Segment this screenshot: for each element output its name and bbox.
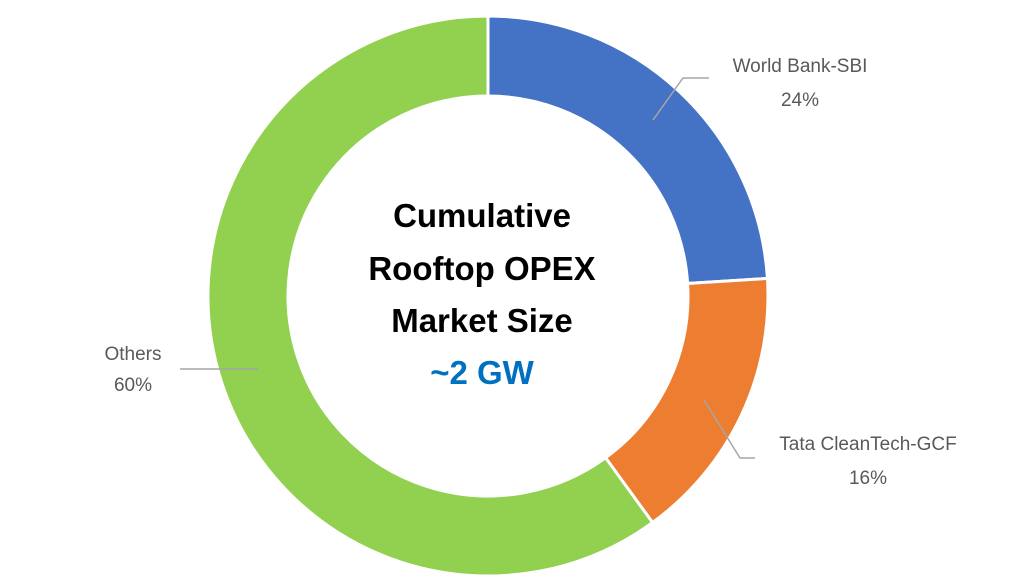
center-value: ~2 GW — [430, 354, 534, 391]
leader-line-world-bank — [652, 77, 709, 121]
slice-world-bank-sbi — [486, 14, 770, 286]
slice-label-world-bank: World Bank-SBI — [733, 56, 868, 77]
slice-value-others: 60% — [114, 375, 152, 396]
slice-value-tata: 16% — [849, 468, 887, 489]
center-title-line-1: Cumulative — [393, 197, 571, 234]
center-title-line-3: Market Size — [391, 302, 573, 339]
slice-value-world-bank: 24% — [781, 90, 819, 111]
slice-label-others: Others — [104, 344, 161, 365]
slice-tata-cleantech-gcf — [603, 276, 770, 525]
center-title-line-2: Rooftop OPEX — [368, 250, 595, 287]
slices — [206, 14, 770, 578]
leader-lines — [180, 77, 755, 459]
slice-others — [206, 14, 655, 578]
slice-label-tata: Tata CleanTech-GCF — [779, 434, 956, 455]
leader-line-tata — [703, 399, 755, 459]
